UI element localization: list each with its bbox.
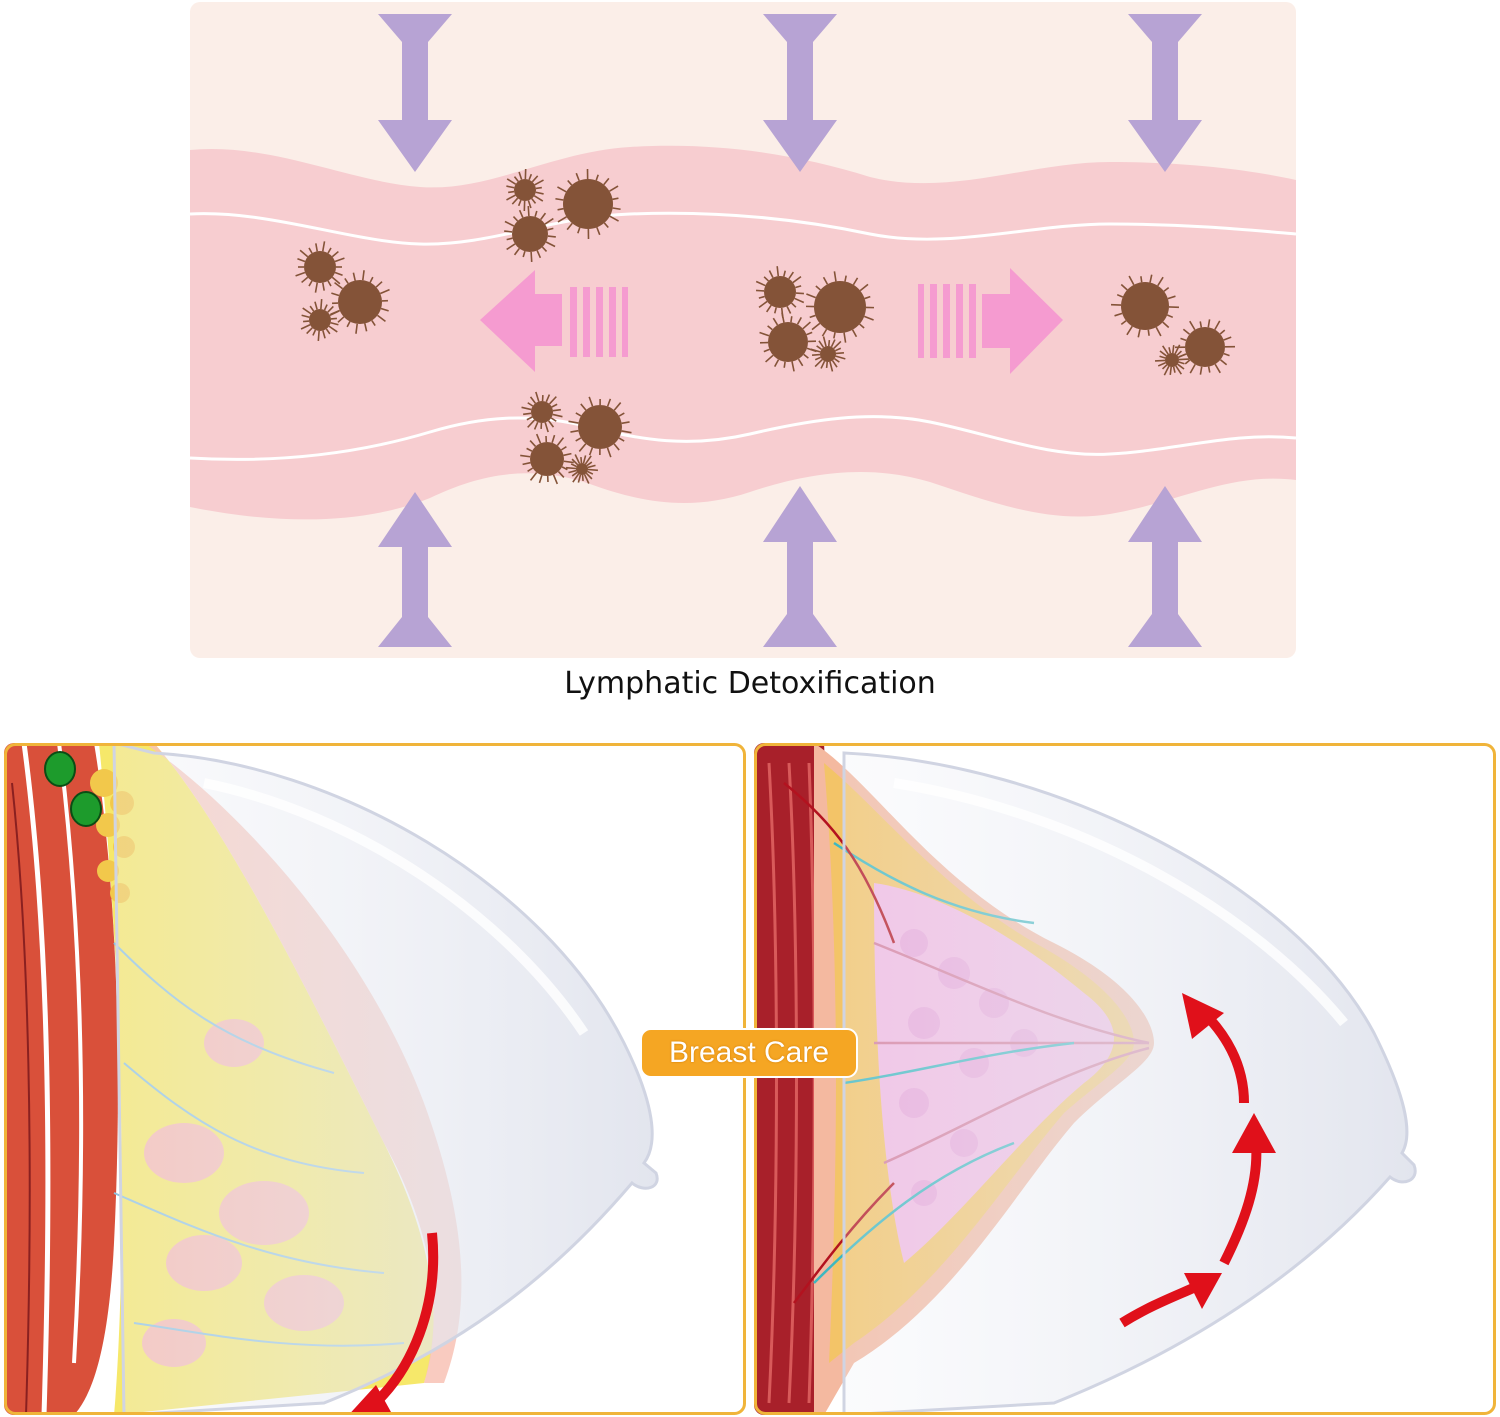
motion-arrow-up-3 bbox=[1182, 993, 1249, 1104]
toxin-particle bbox=[300, 299, 340, 341]
toxin-particle bbox=[555, 168, 621, 240]
toxin-particle bbox=[1110, 274, 1180, 338]
compress-arrow-up-2 bbox=[763, 486, 837, 647]
toxin-particles bbox=[295, 168, 1236, 485]
compress-arrow-down-1 bbox=[378, 14, 452, 172]
toxin-particle bbox=[506, 168, 544, 212]
compress-arrow-down-3 bbox=[1128, 14, 1202, 172]
flow-arrow-right bbox=[918, 268, 1063, 374]
compress-arrow-down-2 bbox=[763, 14, 837, 172]
toxin-particle bbox=[565, 454, 599, 484]
diagram-caption: Lymphatic Detoxification bbox=[564, 666, 936, 701]
compress-arrow-up-1 bbox=[378, 492, 452, 647]
toxin-particle bbox=[759, 312, 817, 372]
vessel-wall-lower bbox=[190, 415, 1296, 461]
toxin-particle bbox=[295, 241, 345, 293]
chest-muscle bbox=[4, 743, 118, 1415]
breast-care-label: Breast Care bbox=[668, 1036, 830, 1069]
massage-cup bbox=[112, 743, 659, 1415]
breast-care-badge bbox=[640, 1028, 858, 1078]
vessel-wall-upper bbox=[190, 211, 1296, 246]
toxin-particle bbox=[520, 433, 574, 485]
motion-arrow-up-1 bbox=[1119, 1273, 1222, 1328]
toxin-particle bbox=[805, 271, 875, 343]
compress-arrow-up-3 bbox=[1128, 486, 1202, 647]
toxin-particle bbox=[1174, 319, 1236, 375]
toxin-particle bbox=[1154, 344, 1190, 376]
toxin-particle bbox=[755, 266, 805, 318]
flow-arrow-left bbox=[480, 270, 628, 372]
motion-arrow-up-2 bbox=[1219, 1113, 1276, 1266]
toxin-particle bbox=[810, 336, 846, 372]
lymphatic-vessel-diagram bbox=[190, 2, 1296, 658]
vessel-band bbox=[190, 145, 1296, 520]
left-illustration-panel bbox=[4, 743, 746, 1415]
massage-cup bbox=[842, 751, 1417, 1415]
toxin-particle bbox=[521, 391, 563, 433]
right-illustration-panel bbox=[754, 743, 1496, 1415]
toxin-particle bbox=[504, 206, 556, 262]
motion-arrow-down bbox=[334, 1232, 439, 1415]
toxin-particle bbox=[568, 396, 632, 458]
